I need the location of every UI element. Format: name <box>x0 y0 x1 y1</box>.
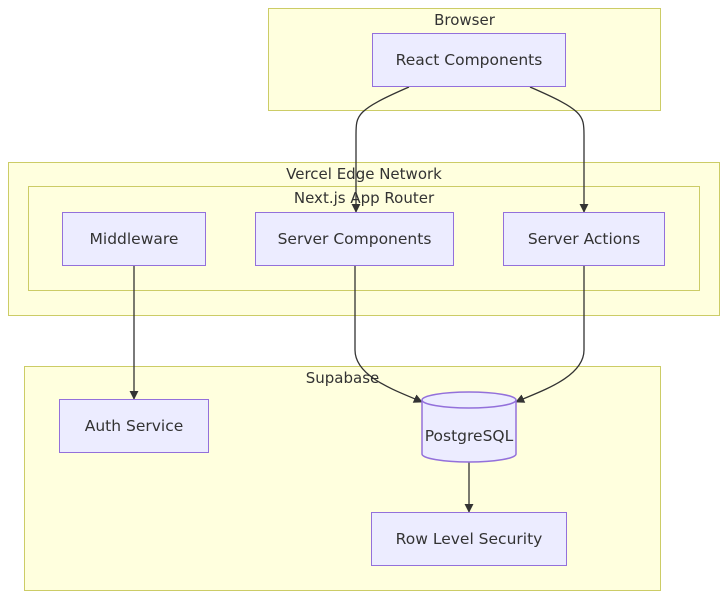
row-level-security-node[interactable]: Row Level Security <box>371 512 567 566</box>
auth-service-node[interactable]: Auth Service <box>59 399 209 453</box>
server-components-node[interactable]: Server Components <box>255 212 454 266</box>
edge-server-components-to-postgres <box>354 266 423 403</box>
postgres-label[interactable]: PostgreSQL <box>424 427 514 445</box>
edge-server-actions-to-postgres <box>515 266 585 403</box>
server-actions-label: Server Actions <box>527 230 641 248</box>
edge-react-to-server-components <box>351 86 410 213</box>
server-components-label: Server Components <box>277 230 432 248</box>
vercel-cluster-title: Vercel Edge Network <box>286 165 442 183</box>
edge-react-to-server-actions <box>529 86 589 213</box>
browser-cluster-title: Browser <box>434 11 495 29</box>
middleware-node[interactable]: Middleware <box>62 212 206 266</box>
row-level-security-label: Row Level Security <box>395 530 543 548</box>
auth-service-label: Auth Service <box>84 417 184 435</box>
supabase-cluster-title: Supabase <box>305 369 380 387</box>
react-components-node[interactable]: React Components <box>372 33 566 87</box>
react-components-label: React Components <box>395 51 543 69</box>
postgres-cylinder <box>421 391 517 463</box>
server-actions-node[interactable]: Server Actions <box>503 212 665 266</box>
middleware-label: Middleware <box>89 230 179 248</box>
nextjs-cluster-title: Next.js App Router <box>293 189 435 207</box>
